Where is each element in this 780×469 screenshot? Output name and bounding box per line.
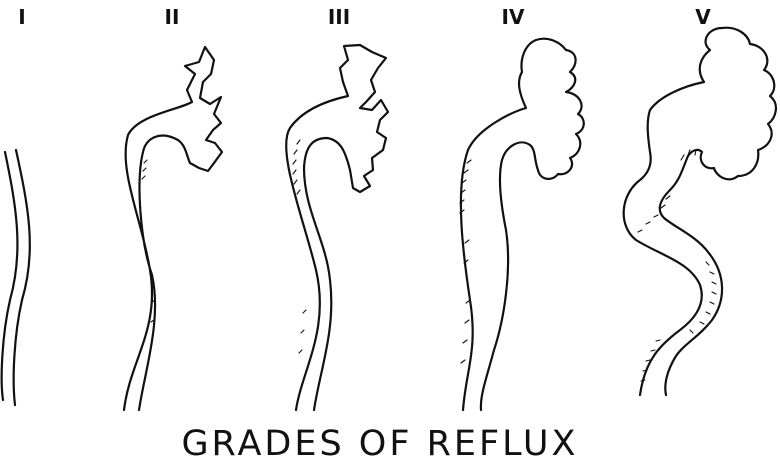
grade-3-ureter-kidney-illustration: [285, 43, 390, 412]
grade-label-1: I: [18, 5, 25, 29]
grade-4-ureter-kidney-illustration: [459, 37, 585, 412]
figure-title: GRADES OF REFLUX: [181, 424, 578, 464]
grade-label-5: V: [695, 5, 711, 29]
grade-2-ureter-kidney-illustration: [122, 45, 224, 412]
grade-label-2: II: [165, 5, 180, 29]
grade-label-4: IV: [502, 5, 525, 29]
grade-label-3: III: [328, 5, 350, 29]
grade-1-ureter-illustration: [0, 148, 31, 407]
grade-5-ureter-kidney-illustration: [622, 26, 777, 397]
